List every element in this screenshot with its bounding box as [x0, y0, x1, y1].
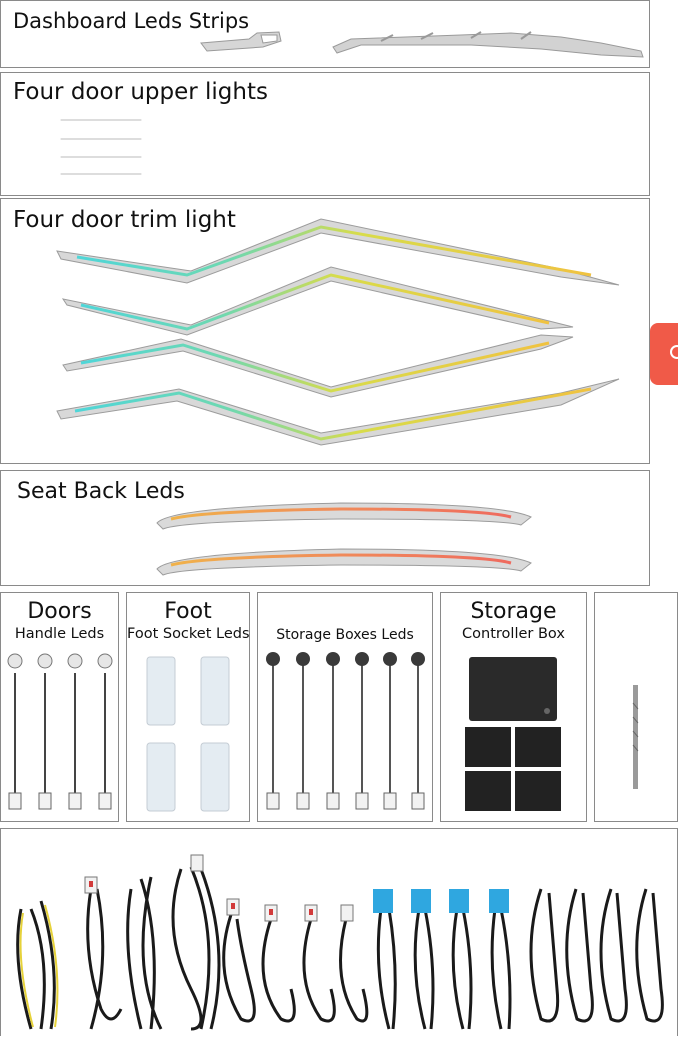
storage-title: Storage — [470, 599, 557, 624]
seat-back-title: Seat Back Leds — [17, 479, 185, 504]
cables-panel — [0, 828, 678, 1036]
seat-back-strips-image — [156, 502, 532, 576]
trim-light-title: Four door trim light — [13, 207, 236, 233]
drill-bit-cell — [594, 592, 678, 822]
foot-socket-leds-image — [146, 656, 230, 812]
wiring-harness-image — [16, 854, 664, 1031]
doors-title: Doors — [27, 599, 92, 624]
chat-bubble-icon — [670, 345, 678, 359]
dashboard-panel: Dashboard Leds Strips — [0, 0, 650, 68]
handle-leds-image — [7, 653, 113, 810]
seat-back-panel: Seat Back Leds — [0, 470, 650, 586]
drill-bit-image — [632, 685, 639, 789]
side-chat-tab[interactable] — [650, 323, 678, 385]
trim-light-strips-image — [56, 218, 620, 446]
foot-cell: Foot Foot Socket Leds — [126, 592, 250, 822]
upper-lights-title: Four door upper lights — [13, 79, 268, 105]
foot-title: Foot — [164, 599, 212, 624]
doors-subtitle: Handle Leds — [14, 626, 105, 642]
foot-subtitle: Foot Socket Leds — [127, 626, 250, 642]
storage-cell: Storage Controller Box — [440, 592, 587, 822]
trim-light-panel: Four door trim light — [0, 198, 650, 464]
controller-box-image — [465, 657, 561, 811]
storage-boxes-leds-image — [266, 652, 425, 810]
storage-boxes-cell: Storage Boxes Leds — [257, 592, 433, 822]
storage-boxes-subtitle: Storage Boxes Leds — [276, 627, 414, 643]
upper-lights-panel: Four door upper lights — [0, 72, 650, 196]
doors-cell: Doors Handle Leds — [0, 592, 119, 822]
upper-light-strips-image — [60, 118, 601, 176]
dashboard-title: Dashboard Leds Strips — [13, 9, 250, 33]
storage-subtitle: Controller Box — [462, 626, 565, 642]
dashboard-strips-image — [200, 31, 644, 58]
